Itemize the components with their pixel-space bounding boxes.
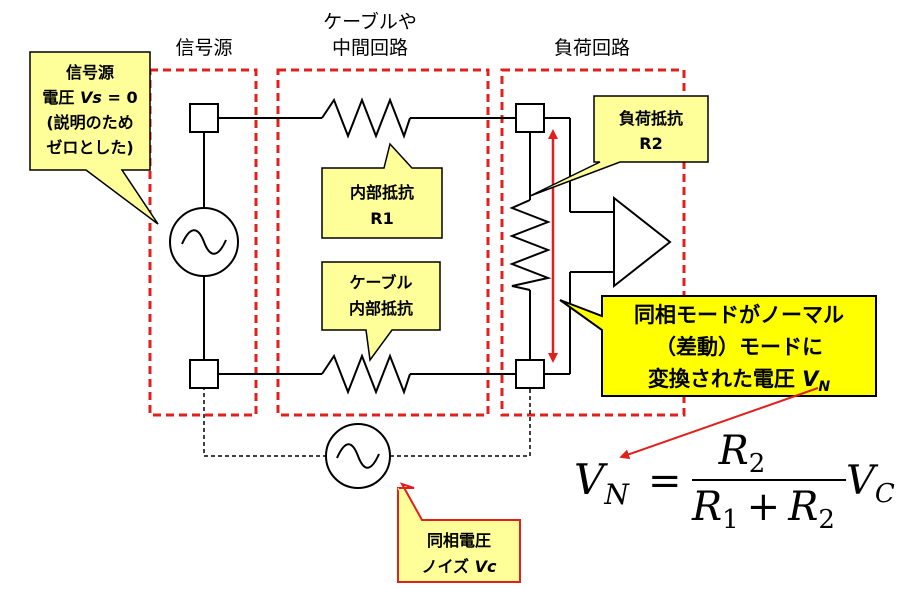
load-section-title: 負荷回路 bbox=[554, 37, 630, 59]
callout-source-voltage-line3: (説明のため bbox=[46, 113, 133, 132]
conversion-var-sub: N bbox=[818, 379, 830, 395]
source-voltage-var: Vs bbox=[80, 88, 102, 107]
source-terminal-bottom bbox=[189, 359, 219, 389]
eq-den-b-var: R bbox=[787, 484, 818, 530]
equation: VN = R2 R1+R2 VC bbox=[574, 428, 895, 535]
signal-source-symbol bbox=[169, 207, 239, 277]
callout-cable-resistance: ケーブル 内部抵抗 bbox=[321, 261, 441, 362]
resistor-cable bbox=[321, 353, 411, 395]
source-section-title: 信号源 bbox=[175, 37, 232, 59]
equation-tail: VC bbox=[846, 458, 895, 509]
eq-den-a-sub: 1 bbox=[722, 505, 739, 535]
callout-r2-line2: R2 bbox=[639, 134, 662, 153]
callout-source-voltage-line2: 電圧 Vs = 0 bbox=[42, 88, 137, 107]
source-section-box bbox=[148, 68, 258, 417]
callout-r1-line1: 内部抵抗 bbox=[350, 183, 414, 202]
callout-source-voltage: 信号源 電圧 Vs = 0 (説明のため ゼロとした) bbox=[29, 51, 159, 225]
conversion-label: 変換された電圧 bbox=[648, 367, 802, 391]
eq-den-a-var: R bbox=[691, 484, 722, 530]
load-terminal-top bbox=[515, 103, 545, 133]
noise-label: ノイズ bbox=[422, 557, 475, 576]
equation-denominator: R1+R2 bbox=[691, 484, 835, 535]
eq-lhs-sub: N bbox=[603, 478, 630, 511]
callout-conversion-voltage: 同相モードがノーマル （差動）モードに 変換された電圧 VN bbox=[559, 295, 877, 397]
amplifier-symbol bbox=[613, 195, 672, 289]
load-terminal-bottom bbox=[515, 359, 545, 389]
resistor-r1 bbox=[321, 97, 411, 139]
callout-conversion-line3: 変換された電圧 VN bbox=[648, 367, 831, 395]
cable-section-title-line2: 中間回路 bbox=[332, 37, 408, 59]
eq-plus: + bbox=[747, 484, 781, 530]
eq-num-var: R bbox=[718, 428, 749, 474]
callout-cable-line2: 内部抵抗 bbox=[349, 299, 413, 318]
callout-r2-line1: 負荷抵抗 bbox=[619, 109, 683, 128]
source-voltage-label: 電圧 bbox=[42, 88, 80, 107]
equation-numerator: R2 bbox=[718, 428, 766, 479]
callout-source-voltage-line1: 信号源 bbox=[66, 63, 114, 82]
callout-internal-r1: 内部抵抗 R1 bbox=[321, 142, 443, 239]
callout-conversion-line1: 同相モードがノーマル bbox=[634, 303, 844, 327]
common-mode-path bbox=[203, 386, 531, 457]
circuit-wires bbox=[203, 117, 614, 375]
noise-var: Vc bbox=[475, 557, 497, 576]
equation-equals: = bbox=[648, 458, 682, 504]
cable-section-title-line1: ケーブルや bbox=[323, 10, 417, 33]
load-section-box bbox=[500, 68, 686, 417]
eq-num-sub: 2 bbox=[749, 449, 766, 479]
source-terminal-top bbox=[189, 103, 219, 133]
callout-r1-line2: R1 bbox=[370, 209, 393, 228]
cable-section-box bbox=[276, 68, 490, 417]
callout-common-noise: 同相電圧 ノイズ Vc bbox=[397, 482, 521, 583]
eq-tail-sub: C bbox=[875, 479, 895, 509]
callout-load-r2: 負荷抵抗 R2 bbox=[529, 95, 709, 197]
equation-pointer-arrow bbox=[619, 387, 819, 460]
callout-source-voltage-line4: ゼロとした) bbox=[46, 138, 133, 157]
conversion-var: V bbox=[802, 367, 820, 391]
eq-tail-var: V bbox=[846, 458, 879, 504]
callout-cable-line1: ケーブル bbox=[349, 273, 412, 292]
eq-lhs-var: V bbox=[574, 455, 608, 504]
noise-source-symbol bbox=[325, 423, 391, 489]
callout-noise-line1: 同相電圧 bbox=[427, 531, 491, 550]
eq-den-b-sub: 2 bbox=[818, 505, 835, 535]
callout-conversion-line2: （差動）モードに bbox=[655, 335, 823, 359]
equation-lhs: VN bbox=[574, 455, 630, 511]
source-voltage-value: = 0 bbox=[102, 88, 138, 107]
callout-noise-line2: ノイズ Vc bbox=[422, 557, 497, 576]
resistor-r2 bbox=[509, 199, 552, 291]
